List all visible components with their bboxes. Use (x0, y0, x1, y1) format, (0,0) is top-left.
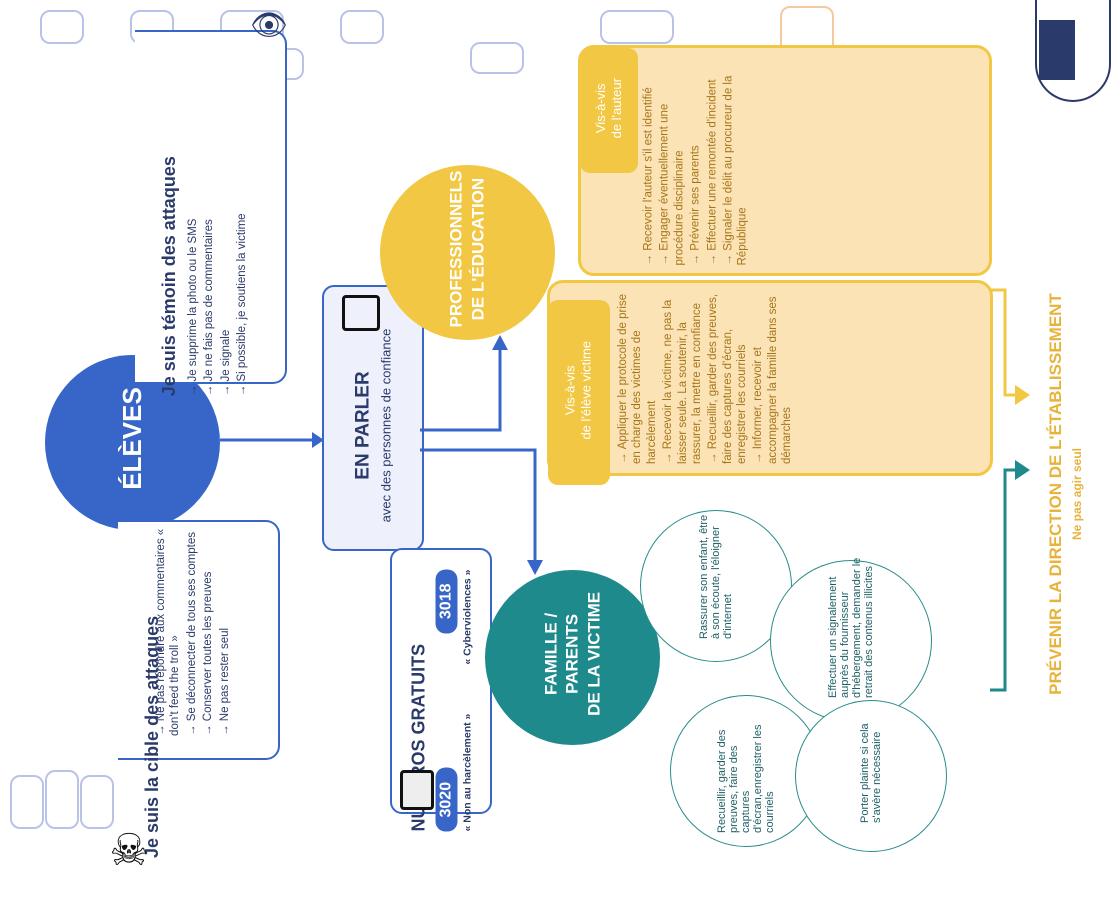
person-figure (10, 775, 44, 829)
famille-circle: FAMILLE / PARENTS DE LA VICTIME (485, 570, 660, 745)
victime-item: Recevoir la victime, ne pas la laisser s… (661, 286, 704, 464)
victime-header-line2: de l'élève victime (578, 340, 594, 440)
famille-action-text: Porter plainte si cela s'avère nécessair… (859, 723, 883, 823)
vis-a-vis-victime-header: Vis-à-vis de l'élève victime (548, 300, 610, 485)
famille-action-rassurer: Rassurer son enfant, être à son écoute, … (640, 510, 792, 662)
person-figure (470, 42, 524, 74)
valeurs-republique-logo (1035, 0, 1111, 102)
direction-subtitle: Ne pas agir seul (1070, 447, 1084, 541)
victime-item: Appliquer le protocole de prise en charg… (616, 286, 659, 464)
direction-title: PRÉVENIR LA DIRECTION DE L'ÉTABLISSEMENT (1046, 293, 1065, 695)
eye-icon: 👁 (250, 9, 289, 42)
auteur-item: Signaler le délit au procureur de la Rép… (721, 51, 750, 266)
auteur-header-line2: de l'auteur (609, 78, 624, 139)
victime-item: Recueillir, garder des preuves, faire de… (706, 286, 749, 464)
auteur-item: Prévenir ses parents (689, 51, 703, 266)
famille-line2: PARENTS (562, 613, 582, 694)
person-figure (45, 770, 79, 829)
vis-a-vis-auteur-content: Recevoir l'auteur s'il est identifié Eng… (640, 50, 980, 266)
professionnels-title-line2: DE L'ÉDUCATION (468, 177, 488, 321)
person-figure (340, 10, 384, 44)
person-figure (80, 775, 114, 829)
vis-a-vis-auteur-header: Vis-à-vis de l'auteur (580, 48, 638, 173)
auteur-item: Recevoir l'auteur s'il est identifié (642, 51, 656, 266)
vis-a-vis-victime-content: Appliquer le protocole de prise en charg… (610, 285, 980, 465)
auteur-item: Engager éventuellement une procédure dis… (658, 51, 687, 266)
professionnels-title-line1: PROFESSIONNELS (446, 170, 466, 328)
victime-header-line1: Vis-à-vis (562, 365, 578, 416)
person-figure (40, 10, 84, 44)
victime-item: Informer, recevoir et accompagner la fam… (751, 286, 794, 464)
professionnels-circle: PROFESSIONNELS DE L'ÉDUCATION (380, 165, 555, 340)
famille-action-signalement: Effectuer un signalement auprès du fourn… (770, 558, 932, 722)
famille-line1: FAMILLE / (541, 612, 561, 695)
auteur-item: Effectuer une remontée d'incident (705, 51, 719, 266)
phone-icon (400, 770, 434, 810)
en-parler-card: EN PARLER avec des personnes de confianc… (322, 285, 424, 551)
auteur-header-line1: Vis-à-vis (592, 83, 608, 134)
famille-line3: DE LA VICTIME (584, 591, 604, 716)
famille-action-text: Recueillir, garder des preuves, faire de… (716, 724, 776, 834)
person-figure (600, 10, 674, 44)
famille-action-text: Effectuer un signalement auprès du fourn… (827, 557, 875, 698)
direction-block: PRÉVENIR LA DIRECTION DE L'ÉTABLISSEMENT… (1030, 290, 1100, 730)
famille-action-text: Rassurer son enfant, être à son écoute, … (698, 514, 734, 639)
victim-pictogram-icon: ☠ (109, 826, 149, 875)
chat-bubble-icon (342, 295, 380, 331)
famille-action-plainte: Porter plainte si cela s'avère nécessair… (795, 700, 947, 852)
